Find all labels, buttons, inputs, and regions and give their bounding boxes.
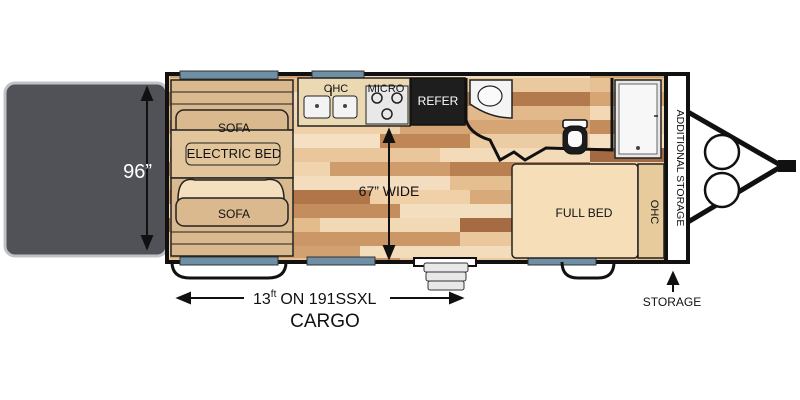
micro-label: MICRO bbox=[368, 83, 405, 95]
cargo-label: CARGO bbox=[290, 311, 360, 332]
refer-label: REFER bbox=[418, 94, 459, 108]
shower bbox=[614, 79, 662, 159]
electric-bed-label: ELECTRIC BED bbox=[187, 146, 282, 161]
ramp-width-label: 96” bbox=[123, 161, 152, 183]
refrigerator bbox=[410, 77, 466, 126]
sofa-bottom-label: SOFA bbox=[218, 207, 250, 221]
ohc-bedroom bbox=[637, 163, 665, 259]
sink bbox=[303, 88, 358, 119]
propane-tank-top bbox=[703, 133, 741, 171]
stove bbox=[365, 85, 409, 125]
cargo-length-number: 13 bbox=[253, 291, 271, 308]
hitch bbox=[686, 109, 796, 225]
bathroom-wall bbox=[464, 78, 614, 163]
window-top-1 bbox=[179, 70, 279, 80]
storage-arrow bbox=[666, 270, 680, 292]
propane-tank-bottom bbox=[703, 171, 741, 209]
cargo-length-description: ON 191SSXL bbox=[280, 291, 376, 308]
front-storage-wall bbox=[664, 72, 690, 264]
wheel-left bbox=[170, 261, 288, 280]
interior-width-arrow bbox=[382, 127, 396, 261]
full-bed-label: FULL BED bbox=[556, 206, 613, 220]
ramp-dimension-arrow bbox=[140, 85, 154, 251]
cargo-length-arrow bbox=[175, 291, 465, 305]
interior-width-label: 67” WIDE bbox=[359, 183, 420, 199]
window-bottom-2 bbox=[306, 256, 376, 266]
sofa-bottom bbox=[170, 177, 294, 257]
additional-storage-label: ADDITIONAL STORAGE bbox=[674, 110, 686, 227]
storage-label: STORAGE bbox=[643, 295, 701, 309]
ohc-galley-label: OHC bbox=[324, 83, 349, 95]
sofa-top-label: SOFA bbox=[218, 121, 250, 135]
cargo-length-unit: ft bbox=[271, 289, 277, 300]
ohc-bedroom-label: OHC bbox=[648, 200, 660, 225]
electric-bed bbox=[170, 129, 294, 179]
toilet bbox=[562, 119, 588, 155]
wheel-right bbox=[560, 261, 616, 280]
window-bottom-1 bbox=[179, 256, 279, 266]
bath-sink bbox=[469, 79, 513, 119]
entry-door bbox=[413, 257, 477, 291]
